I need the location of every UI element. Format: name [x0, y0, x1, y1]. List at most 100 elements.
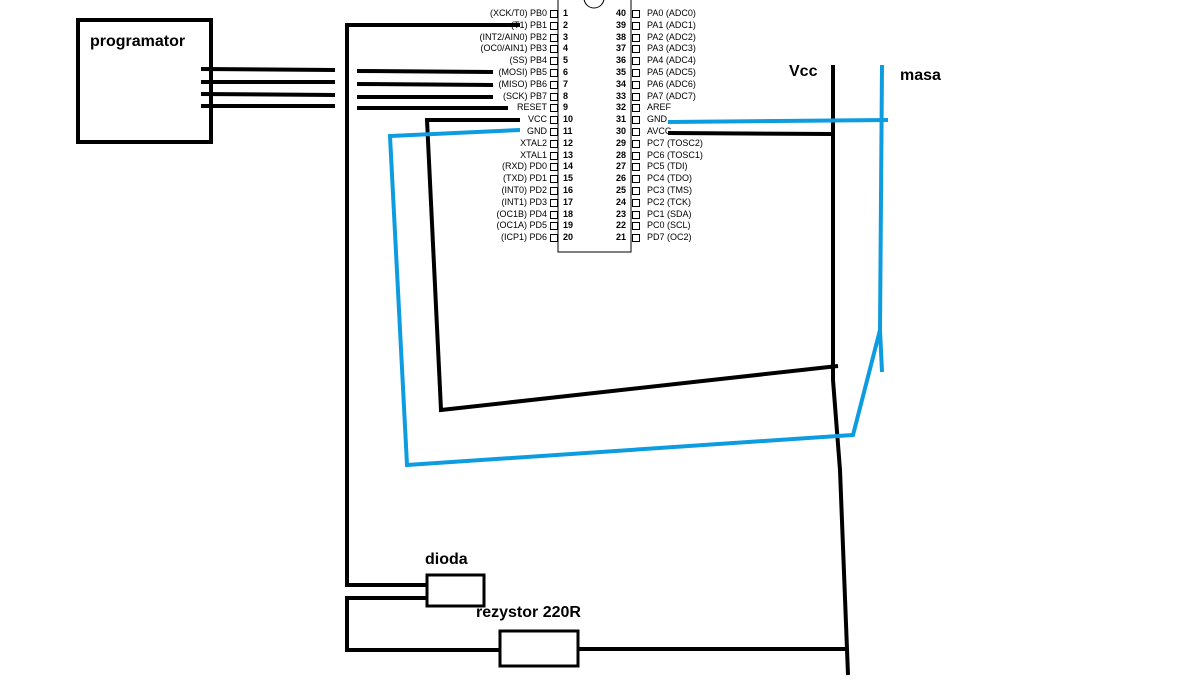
pin-number: 34	[615, 78, 626, 89]
pin-square	[632, 33, 640, 42]
pin-square	[632, 80, 640, 89]
pin-label: PC3 (TMS)	[647, 185, 692, 195]
diode-box	[425, 573, 486, 608]
pin-label: PC4 (TDO)	[647, 173, 692, 184]
pin-square	[550, 139, 558, 148]
pin-square	[632, 175, 640, 184]
pin-number: 37	[615, 43, 626, 54]
pin-number: 3	[563, 31, 569, 42]
pin-label: (RXD) PD0	[501, 161, 547, 172]
pin-number: 10	[563, 114, 574, 125]
pin-number: 17	[563, 196, 574, 207]
pin-label: PA1 (ADC1)	[647, 19, 696, 30]
programmer-label: programator	[90, 33, 186, 50]
pin-square	[632, 222, 640, 231]
gnd31-wire	[667, 118, 889, 124]
mosi-wire	[356, 69, 494, 74]
pin-number: 33	[615, 90, 626, 101]
pin-number: 18	[563, 208, 574, 219]
pin-square	[632, 151, 640, 160]
pin-label: (XCK/T0) PB0	[489, 8, 547, 18]
ground-rail-stub	[878, 329, 884, 373]
pin-square	[550, 116, 558, 125]
pin-label: (INT2/AIN0) PB2	[479, 31, 547, 42]
pin-label: (TXD) PD1	[502, 173, 547, 184]
pin-square	[550, 10, 558, 18]
pin-number: 32	[615, 102, 626, 113]
avcc-wire	[667, 131, 834, 136]
pin-number: 6	[563, 67, 569, 77]
pin-label: GND	[527, 126, 547, 136]
pin-number: 28	[615, 149, 626, 160]
pin-number: 14	[563, 161, 574, 172]
pin-square	[632, 10, 640, 18]
pin-number: 40	[615, 8, 626, 18]
pin-label: (OC1A) PD5	[496, 220, 547, 231]
pin-square	[550, 33, 558, 42]
pin-square	[632, 139, 640, 148]
pin-label: (MISO) PB6	[498, 78, 547, 89]
pin-label: PC0 (SCL)	[647, 220, 691, 231]
pin-label: PD7 (OC2)	[647, 232, 692, 243]
pin-number: 21	[615, 232, 626, 243]
pin-number: 11	[563, 126, 573, 136]
pin-number: 19	[563, 220, 574, 231]
pin-square	[550, 175, 558, 184]
pin-number: 30	[615, 126, 626, 136]
pin-number: 12	[563, 137, 574, 148]
pin-number: 1	[563, 8, 569, 18]
vcc-label: Vcc	[789, 63, 818, 80]
pin-label: (INT1) PD3	[501, 196, 547, 207]
pin-label: XTAL1	[520, 149, 547, 160]
ground-label: masa	[900, 67, 941, 84]
pin-number: 35	[615, 67, 626, 77]
pin-square	[632, 104, 640, 113]
pin-number: 38	[615, 31, 626, 42]
pin-square	[632, 234, 640, 243]
pin-label: (ICP1) PD6	[500, 232, 547, 243]
ground-wires	[387, 64, 889, 468]
diode-resistor-wire	[345, 596, 500, 652]
pin-number: 31	[615, 114, 626, 125]
pin-square	[632, 57, 640, 66]
resistor-label: rezystor 220R	[476, 604, 581, 621]
pin-number: 39	[615, 19, 626, 30]
pin-label: VCC	[527, 114, 547, 125]
pin-number: 24	[615, 196, 626, 207]
pin-label: PA6 (ADC6)	[647, 78, 696, 89]
pin-square	[550, 57, 558, 66]
pin-number: 23	[615, 208, 626, 219]
pin-label: (SCK) PB7	[502, 90, 547, 101]
pin-square	[632, 198, 640, 207]
pin-label: AVCC	[647, 126, 672, 136]
pin-label: AREF	[647, 102, 672, 113]
pin-square	[550, 198, 558, 207]
vcc-rail	[831, 65, 850, 676]
pin-label: XTAL2	[520, 137, 547, 148]
pin-square	[550, 104, 558, 113]
pin-label: RESET	[516, 102, 547, 113]
pin-label: (OC1B) PD4	[496, 208, 547, 219]
pin-square	[550, 151, 558, 160]
chip-body	[557, 0, 632, 253]
vcc-pin-loop	[424, 118, 839, 413]
prog-wire-1	[200, 67, 336, 72]
pin-label: PA3 (ADC3)	[647, 43, 696, 54]
pin-square	[550, 69, 558, 77]
pin-label: (OC0/AIN1) PB3	[480, 43, 547, 54]
pin-number: 26	[615, 173, 626, 184]
pin-square	[550, 128, 558, 136]
pin-label: GND	[647, 114, 667, 125]
pin-number: 29	[615, 137, 626, 148]
diode-label: dioda	[425, 551, 468, 568]
miso-wire	[356, 82, 494, 87]
ground-rail	[387, 64, 884, 468]
pin-label: PA2 (ADC2)	[647, 31, 696, 42]
pin-label: PC1 (SDA)	[647, 208, 692, 219]
pin-number: 16	[563, 185, 574, 195]
pin-label: PA4 (ADC4)	[647, 55, 696, 66]
pin-number: 27	[615, 161, 626, 172]
pin-square	[632, 163, 640, 172]
